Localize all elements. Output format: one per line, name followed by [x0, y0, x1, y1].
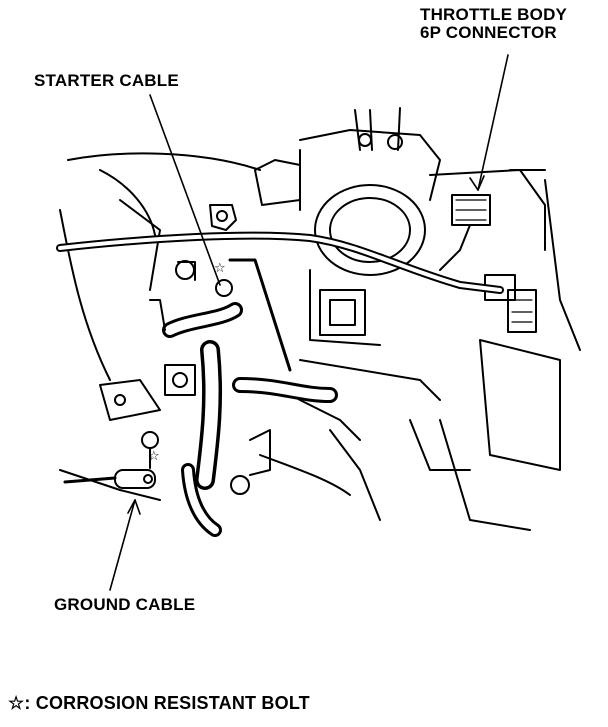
6p-connector — [439, 194, 537, 333]
engine-outline — [59, 129, 581, 531]
throttle-body-label-line2: 6P CONNECTOR — [420, 22, 557, 42]
ground-cable-leader — [109, 499, 136, 591]
ground-terminal — [63, 429, 271, 495]
starter-cable-leader — [149, 94, 221, 286]
throttle-body-label-line1: THROTTLE BODY — [420, 5, 568, 24]
starter-terminal — [99, 204, 237, 421]
throttle-body — [309, 107, 426, 346]
cable-sleeves — [162, 302, 338, 537]
legend-note-text: : CORROSION RESISTANT BOLT — [24, 693, 310, 713]
ground-cable-label: GROUND CABLE — [54, 595, 196, 614]
wire-harness — [56, 231, 504, 372]
connector-leader — [477, 54, 509, 191]
legend-note: ☆: CORROSION RESISTANT BOLT — [8, 694, 310, 713]
star-icon: ☆ — [8, 693, 25, 713]
star-markers: ☆ ☆ — [148, 261, 226, 464]
star-marker-1: ☆ — [214, 261, 226, 276]
leader-lines — [109, 54, 509, 591]
throttle-body-connector-label: THROTTLE BODY 6P CONNECTOR — [420, 6, 567, 42]
star-marker-2: ☆ — [148, 449, 160, 464]
starter-cable-label: STARTER CABLE — [34, 71, 179, 90]
